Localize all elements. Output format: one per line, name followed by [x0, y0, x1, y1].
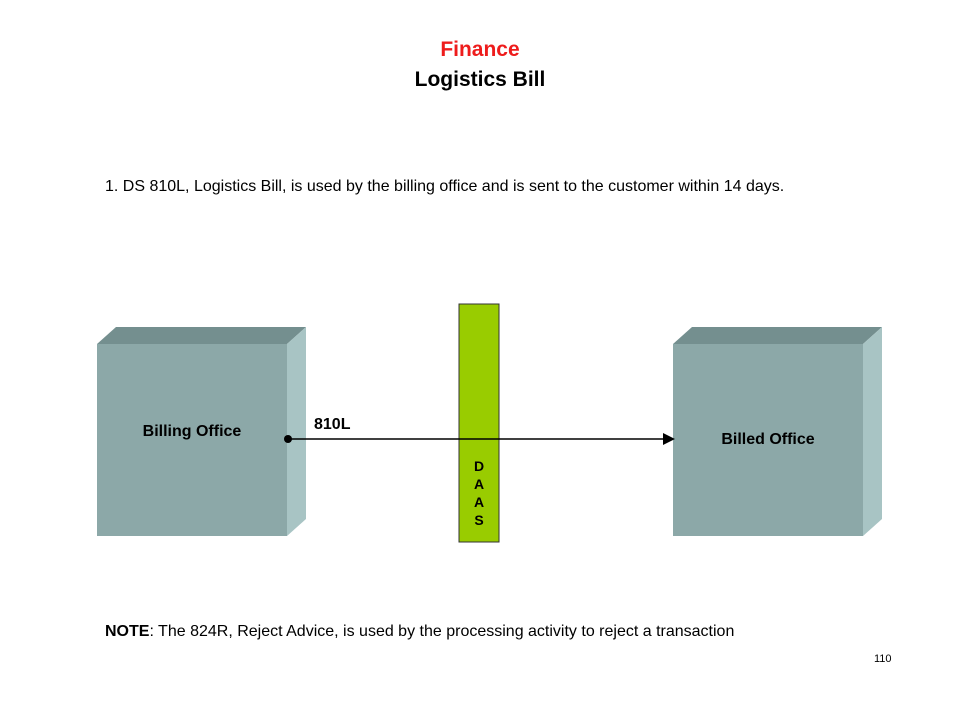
description-paragraph: 1. DS 810L, Logistics Bill, is used by t… [105, 178, 785, 195]
daas-letter: A [473, 494, 485, 510]
billed-office-box-face [673, 344, 863, 536]
billing-office-box-top [97, 327, 306, 344]
note-body: : The 824R, Reject Advice, is used by th… [149, 623, 735, 640]
page-subtitle: Logistics Bill [414, 68, 546, 91]
note-text: NOTE: The 824R, Reject Advice, is used b… [105, 623, 885, 641]
daas-letter: A [473, 476, 485, 492]
page-title: Finance [440, 38, 520, 61]
daas-letter: S [474, 512, 484, 528]
arrow-origin-dot [284, 435, 292, 443]
note-prefix: NOTE [105, 623, 150, 640]
billed-office-box-side [863, 327, 882, 536]
billed-office-box [673, 327, 882, 536]
transaction-label: 810L [314, 416, 351, 433]
billing-office-box [97, 327, 306, 536]
billing-office-box-face [97, 344, 287, 536]
billing-office-box-side [287, 327, 306, 536]
page-number: 110 [874, 653, 892, 665]
billed-office-box-top [673, 327, 882, 344]
daas-letter: D [473, 458, 485, 474]
arrow-head [663, 433, 675, 445]
daas-hub [458, 303, 500, 543]
billing-office-label: Billing Office [142, 423, 242, 440]
billed-office-label: Billed Office [721, 431, 815, 448]
